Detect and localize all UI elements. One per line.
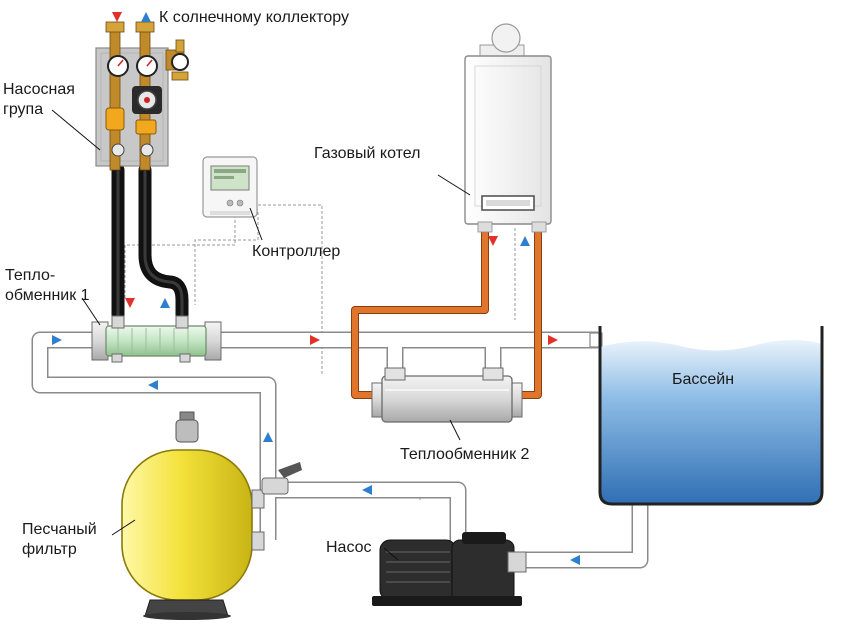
sand-filter-label: Песчаный фильтр xyxy=(22,520,97,560)
pump-group-label: Насосная група xyxy=(3,80,75,120)
cold-arrow xyxy=(362,485,372,495)
heat-exchanger-2 xyxy=(371,367,523,423)
hot-arrow xyxy=(112,12,122,22)
cold-arrow xyxy=(52,335,62,345)
heat-exchanger-1-label: Тепло- обменник 1 xyxy=(5,266,90,306)
cold-arrow xyxy=(520,236,530,246)
flow-arrows xyxy=(52,12,580,565)
pump-label: Насос xyxy=(326,539,372,556)
gas-boiler xyxy=(464,23,552,233)
cold-arrow xyxy=(148,380,158,390)
pool-label: Бассейн xyxy=(672,371,735,388)
heat-exchanger-1 xyxy=(91,315,222,363)
gas-boiler-label: Газовый котел xyxy=(314,145,421,162)
pool xyxy=(598,326,824,506)
sand-filter-label-line1: Песчаный xyxy=(22,521,97,538)
solar-collector-label: К солнечному коллектору xyxy=(159,9,349,26)
controller-device xyxy=(202,156,258,218)
leader-lines xyxy=(51,109,471,561)
cold-arrow xyxy=(263,432,273,442)
pool-pump xyxy=(372,532,527,606)
hot-arrow xyxy=(310,335,320,345)
boiler-pipes xyxy=(351,230,542,399)
controller-label: Контроллер xyxy=(252,243,341,260)
hot-arrow xyxy=(488,236,498,246)
cold-arrow xyxy=(160,298,170,308)
pump-group-label-line2: група xyxy=(3,101,44,118)
cold-arrow xyxy=(570,555,580,565)
sand-filter-label-line2: фильтр xyxy=(22,541,77,558)
hot-arrow xyxy=(125,298,135,308)
pump-group xyxy=(95,21,189,171)
heat-exchanger-1-label-line2: обменник 1 xyxy=(5,287,90,304)
pump-group-label-line1: Насосная xyxy=(3,81,75,98)
sand-filter xyxy=(121,411,302,620)
cold-arrow xyxy=(141,12,151,22)
heat-exchanger-1-label-line1: Тепло- xyxy=(5,267,56,284)
hot-arrow xyxy=(548,335,558,345)
solar-hoses xyxy=(111,163,189,332)
heat-exchanger-2-label: Теплообменник 2 xyxy=(400,446,530,463)
